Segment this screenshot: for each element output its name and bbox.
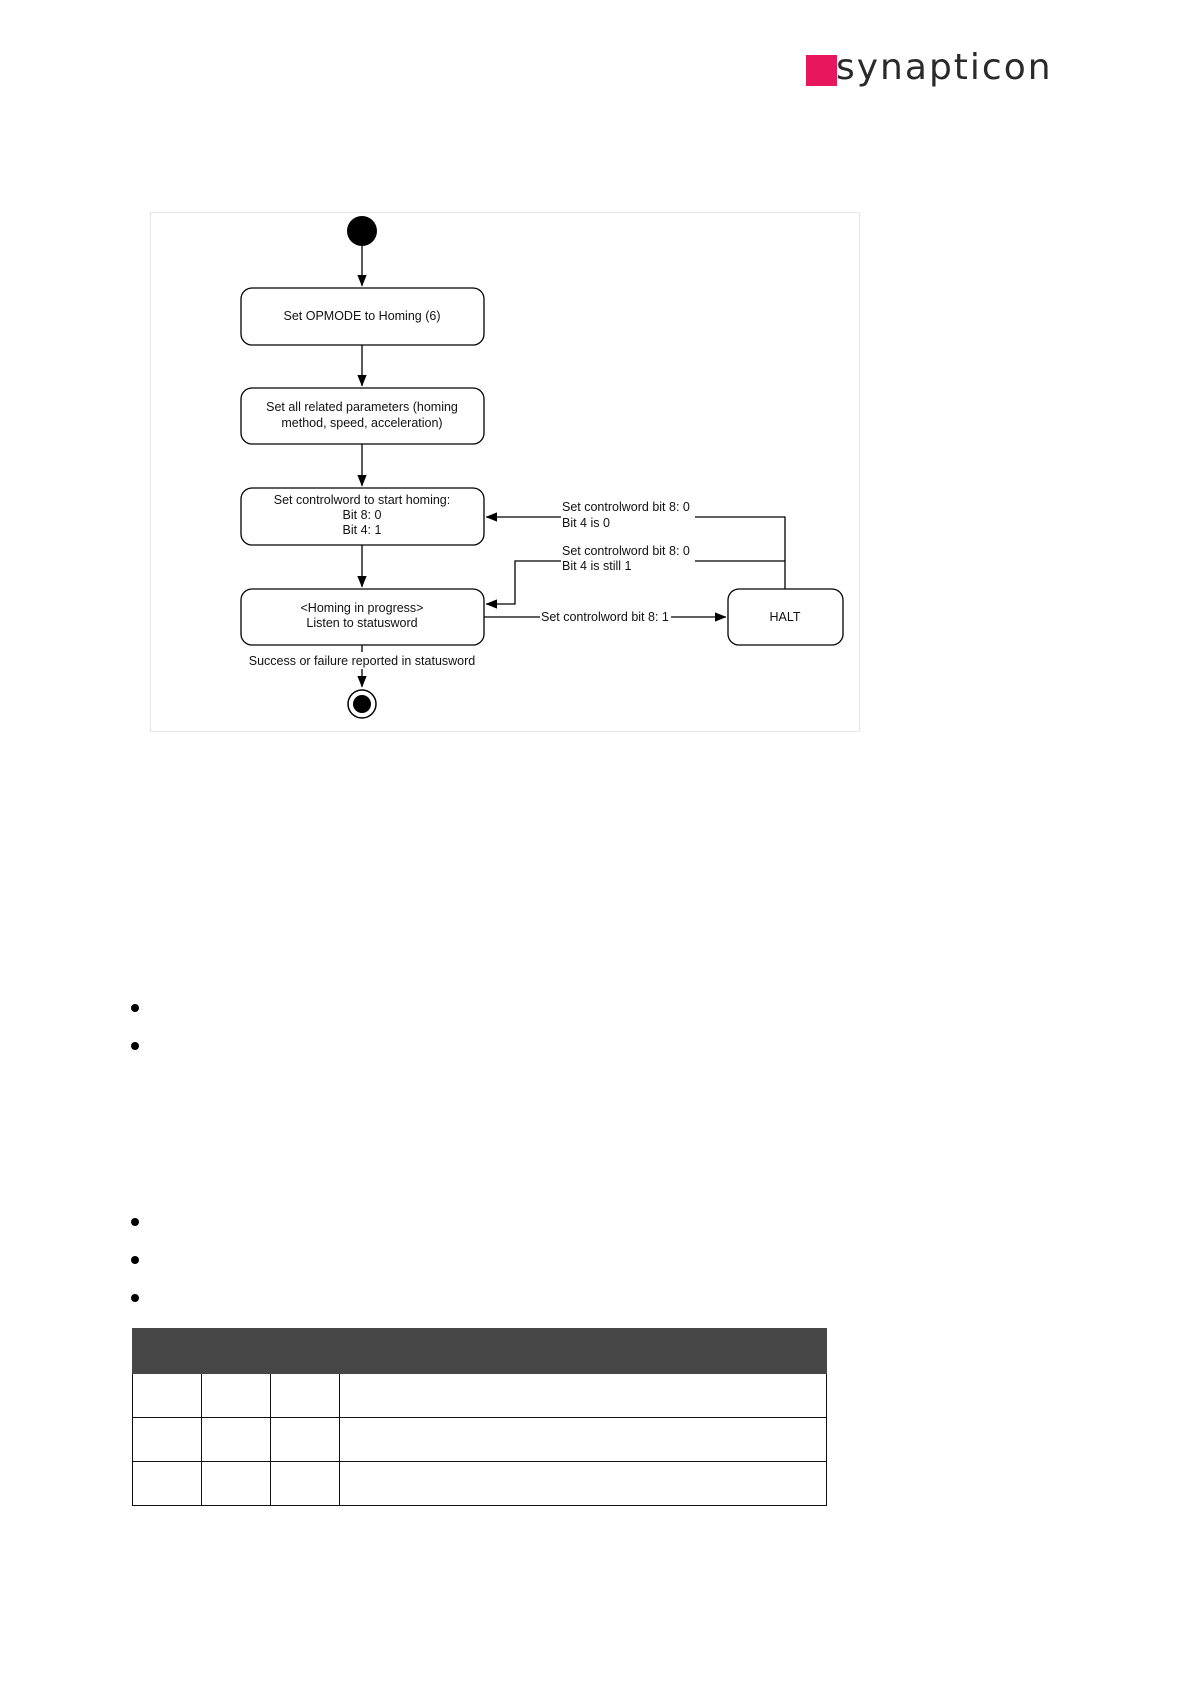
table-row bbox=[132, 1373, 827, 1418]
homing-flow-diagram-frame bbox=[150, 212, 860, 732]
edge-label-bg bbox=[540, 609, 671, 625]
node-set-opmode-label: Set OPMODE to Homing (6) bbox=[284, 309, 441, 323]
table-cell bbox=[270, 1373, 340, 1418]
table-cell bbox=[270, 1461, 340, 1506]
table-header-cell bbox=[339, 1328, 827, 1374]
edge-label-bg bbox=[561, 543, 695, 573]
node-start-homing-label-3: Bit 4: 1 bbox=[343, 523, 382, 537]
edge-label-bg bbox=[244, 652, 480, 669]
bullet-list-2-item-3 bbox=[131, 1294, 139, 1302]
table-cell bbox=[339, 1417, 827, 1462]
synapticon-logo: synapticon bbox=[806, 48, 1068, 88]
bullet-list-2-item-1 bbox=[131, 1218, 139, 1226]
bullet-list-2-item-2 bbox=[131, 1256, 139, 1264]
table-header-row bbox=[132, 1328, 827, 1374]
node-in-progress-label-1: <Homing in progress> bbox=[301, 601, 424, 615]
start-node bbox=[347, 216, 377, 246]
node-start-homing-label-1: Set controlword to start homing: bbox=[274, 493, 450, 507]
edge-halt-to-start-label-2: Bit 4 is 0 bbox=[562, 516, 610, 530]
table-cell bbox=[132, 1461, 202, 1506]
table-header-cell bbox=[132, 1328, 202, 1374]
edge-progress-to-end-label: Success or failure reported in statuswor… bbox=[249, 654, 476, 668]
node-start-homing-label-2: Bit 8: 0 bbox=[343, 508, 382, 522]
table-header-cell bbox=[201, 1328, 271, 1374]
node-set-params-label-2: method, speed, acceleration) bbox=[281, 416, 442, 430]
bullet-list-1-item-2 bbox=[131, 1042, 139, 1050]
edge-label-bg bbox=[561, 499, 695, 529]
table-row bbox=[132, 1417, 827, 1462]
logo-mark bbox=[806, 55, 837, 86]
table-cell bbox=[339, 1373, 827, 1418]
edge-progress-to-halt-label: Set controlword bit 8: 1 bbox=[541, 610, 669, 624]
bullet-list-1-item-1 bbox=[131, 1004, 139, 1012]
table-cell bbox=[132, 1417, 202, 1462]
node-halt-label: HALT bbox=[769, 610, 800, 624]
edge-halt-to-progress-label-1: Set controlword bit 8: 0 bbox=[562, 544, 690, 558]
parameter-table bbox=[132, 1328, 827, 1506]
table-cell bbox=[201, 1373, 271, 1418]
edge-halt-to-progress-label-2: Bit 4 is still 1 bbox=[562, 559, 632, 573]
node-in-progress-label-2: Listen to statusword bbox=[306, 616, 417, 630]
end-node-inner bbox=[353, 695, 371, 713]
logo-text: synapticon bbox=[836, 47, 1053, 88]
table-row bbox=[132, 1461, 827, 1506]
table-cell bbox=[132, 1373, 202, 1418]
edge-halt-to-start-label-1: Set controlword bit 8: 0 bbox=[562, 500, 690, 514]
node-set-params-label-1: Set all related parameters (homing bbox=[266, 400, 458, 414]
table-header-cell bbox=[270, 1328, 340, 1374]
table-cell bbox=[270, 1417, 340, 1462]
table-cell bbox=[201, 1417, 271, 1462]
table-cell bbox=[201, 1461, 271, 1506]
table-cell bbox=[339, 1461, 827, 1506]
